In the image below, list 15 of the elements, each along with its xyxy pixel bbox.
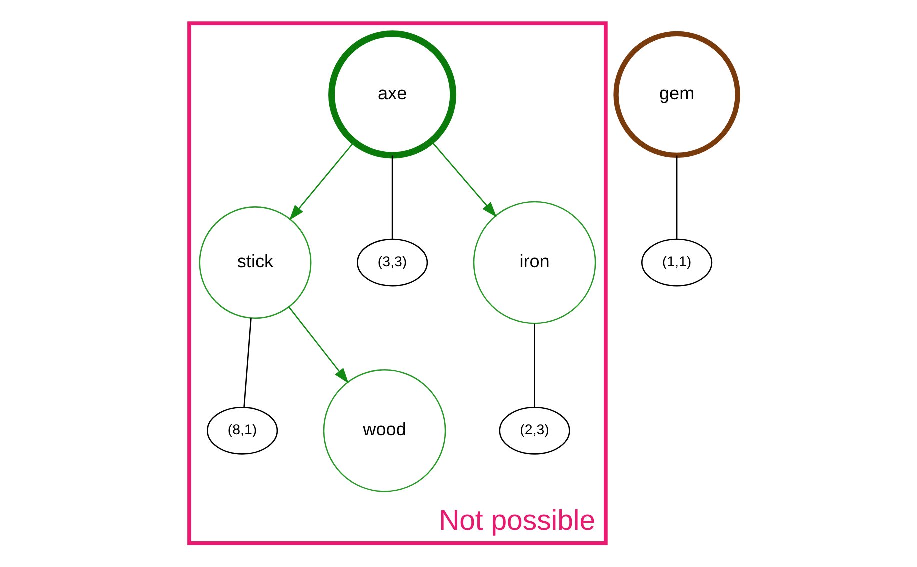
node-circle: axe	[328, 30, 457, 159]
node-ellipse: (2,3)	[499, 407, 570, 455]
arrow	[288, 306, 349, 384]
connector	[244, 318, 252, 408]
connector	[676, 156, 678, 240]
connector	[534, 324, 536, 408]
node-circle: gem	[614, 31, 740, 158]
node-circle: wood	[323, 370, 446, 492]
node-ellipse: (1,1)	[641, 238, 713, 287]
arrow	[431, 141, 497, 218]
node-circle: stick	[199, 206, 312, 320]
arrow	[289, 142, 355, 221]
node-ellipse: (3,3)	[356, 238, 428, 287]
node-ellipse: (8,1)	[206, 407, 278, 455]
connector	[392, 156, 394, 240]
